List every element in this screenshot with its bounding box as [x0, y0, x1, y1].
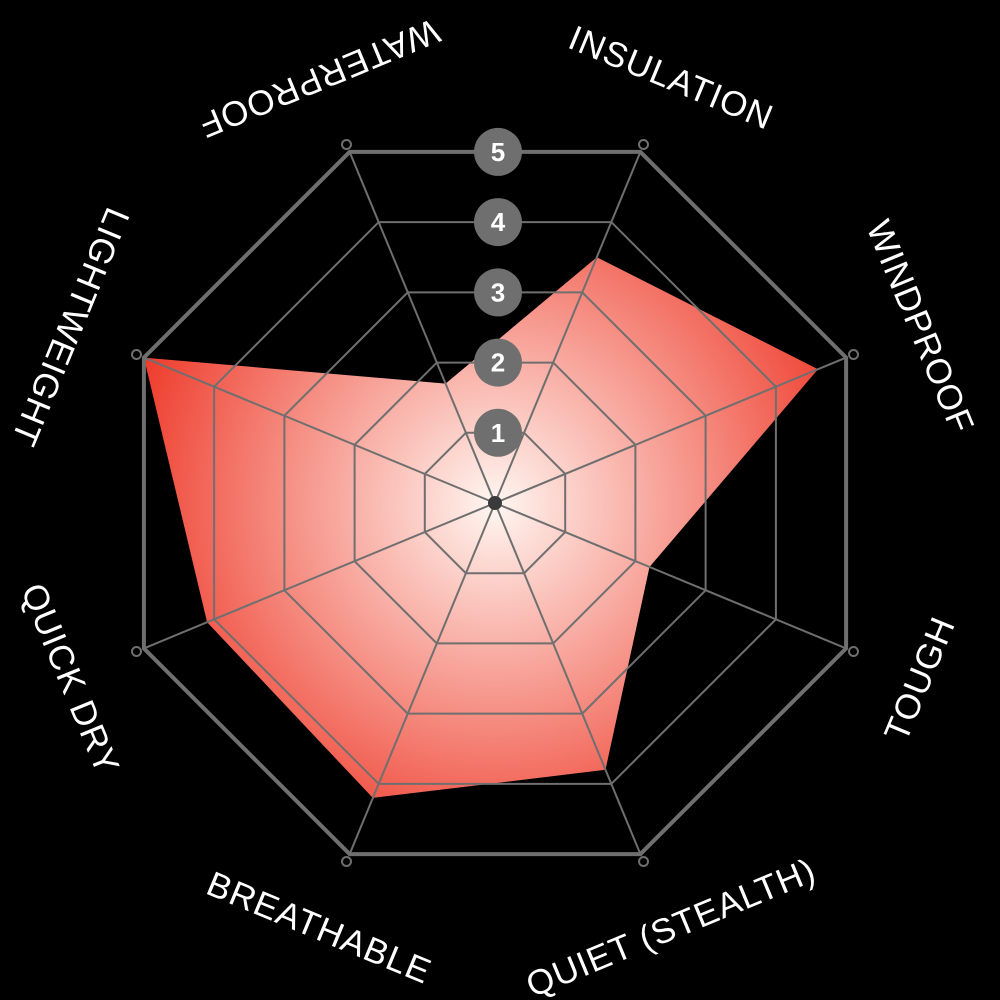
axis-end-dot — [131, 349, 142, 360]
axis-spoke — [494, 356, 847, 504]
level-badge-3 — [474, 268, 522, 317]
axis-end-dot — [848, 646, 859, 657]
level-badge-5 — [474, 127, 522, 176]
axis-spoke — [494, 502, 642, 855]
axis-spoke — [494, 502, 847, 650]
level-label: 3 — [491, 277, 505, 307]
axis-end-dot — [341, 856, 352, 867]
axis-end-dot — [131, 646, 142, 657]
axis-end-dot — [638, 856, 649, 867]
center-dot — [488, 496, 502, 510]
axis-spoke — [143, 356, 496, 504]
axis-end-dot — [848, 349, 859, 360]
level-badge-1 — [474, 408, 522, 457]
axis-spoke — [143, 502, 496, 650]
level-label: 2 — [491, 348, 505, 378]
level-label: 5 — [491, 137, 505, 167]
series-area — [143, 257, 818, 798]
level-badge-4 — [474, 198, 522, 247]
axis-spoke — [348, 502, 496, 855]
axis-spoke — [348, 151, 496, 504]
level-label: 4 — [491, 207, 506, 237]
level-badge-2 — [474, 338, 522, 387]
axis-end-dot — [341, 139, 352, 150]
axis-end-dot — [638, 139, 649, 150]
axis-spoke — [494, 151, 642, 504]
level-label: 1 — [491, 418, 505, 448]
